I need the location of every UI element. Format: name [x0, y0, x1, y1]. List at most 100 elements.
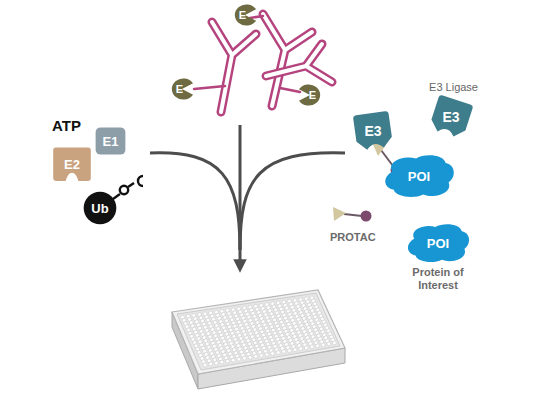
node-outline [428, 94, 473, 139]
node-outline [84, 192, 117, 225]
node-outline [53, 147, 91, 180]
e2-enzyme: E2 [52, 146, 92, 182]
node-label: POI [427, 236, 449, 251]
node-shape-fill [53, 147, 91, 180]
node-text-holder: E [298, 84, 322, 106]
well [288, 349, 292, 353]
antibody-inner [266, 44, 332, 82]
well [276, 351, 280, 355]
well [265, 353, 269, 357]
node-outline [96, 128, 126, 155]
enzyme-label-tag: E [298, 84, 322, 106]
well [203, 363, 207, 367]
node-shape-fill [235, 4, 256, 25]
node-text-holder: POI [405, 222, 471, 264]
e3-ligase: E3E3 Ligase [432, 98, 470, 136]
flow-arrow [239, 125, 242, 266]
well [254, 354, 258, 358]
node-label: E [239, 9, 246, 21]
node-outline [235, 4, 256, 25]
node-outline [172, 78, 193, 99]
well [231, 358, 235, 362]
ub-bond [113, 194, 120, 199]
node-text-holder: E3 [432, 98, 470, 136]
node-text-holder: E1 [95, 127, 126, 155]
node-shape-fill [299, 84, 320, 105]
cofactor-label: ATP [52, 117, 81, 134]
node-label: POI [408, 169, 430, 184]
flow-line [150, 153, 240, 250]
antibodies [194, 14, 332, 112]
ub-atom [120, 186, 128, 194]
node-text-holder: E3 [354, 112, 392, 150]
well [226, 359, 230, 363]
well [333, 341, 337, 345]
plate-top [172, 290, 345, 374]
node-label: E2 [64, 157, 80, 172]
node-shape-fill [428, 94, 473, 139]
node-shape-fill [172, 78, 193, 99]
node-text-holder: E2 [52, 146, 92, 182]
node-label: E [309, 89, 316, 101]
node-heading: E3 Ligase [429, 81, 478, 94]
antibody-outline [212, 22, 256, 112]
node-shape-fill [84, 192, 117, 225]
well [243, 356, 247, 360]
node-shape-fill [385, 155, 453, 197]
node-outline [385, 155, 453, 197]
antibody-inner [212, 22, 256, 112]
node-label: E3 [364, 123, 381, 139]
plate-wells [181, 296, 337, 367]
enzyme-label-tag: E [170, 78, 194, 100]
well [209, 362, 213, 366]
well [237, 357, 241, 361]
node-shape-fill [408, 224, 469, 262]
node-shape-fill [353, 111, 393, 151]
protac-warhead [333, 207, 346, 221]
node-text-holder: POI [382, 153, 456, 199]
well [310, 345, 314, 349]
plate-well-area [177, 293, 340, 370]
molecule-label: PROTAC [330, 231, 376, 243]
well [321, 343, 325, 347]
protein-of-interest-bound: POI [382, 153, 456, 199]
well [214, 361, 218, 365]
antibody-outline [266, 44, 332, 82]
protac-free [333, 207, 372, 222]
well [327, 342, 331, 346]
protac-ligand [361, 211, 372, 222]
node-shape-fill [96, 128, 126, 155]
well [271, 352, 275, 356]
well [316, 344, 320, 348]
well [248, 355, 252, 359]
node-outline [353, 111, 393, 151]
node-label: E3 [442, 109, 459, 125]
flow-line [240, 153, 345, 250]
node-label: E [176, 83, 183, 95]
e1-enzyme: E1 [95, 127, 126, 155]
protac-linker [381, 150, 393, 166]
well [304, 346, 308, 350]
node-heading: Protein of Interest [401, 266, 475, 291]
microplate [172, 290, 345, 389]
protein-of-interest: POIProtein of Interest [405, 222, 471, 264]
ubiquitin: Ub [83, 191, 117, 225]
well [259, 353, 263, 357]
well [293, 348, 297, 352]
ub-atom [138, 176, 143, 186]
well [220, 360, 224, 364]
antibody-outline [250, 16, 263, 18]
node-text-holder: Ub [83, 191, 117, 225]
antibody-outline [280, 88, 300, 92]
node-text-holder: E [233, 4, 257, 26]
node-label: E1 [103, 134, 119, 149]
enzyme-label-tag: E [233, 4, 257, 26]
e3-ligase-bound: E3 [354, 112, 392, 150]
well [299, 347, 303, 351]
node-text-holder: E [170, 78, 194, 100]
ub-tail [113, 176, 143, 199]
flow-arrows [150, 125, 345, 266]
